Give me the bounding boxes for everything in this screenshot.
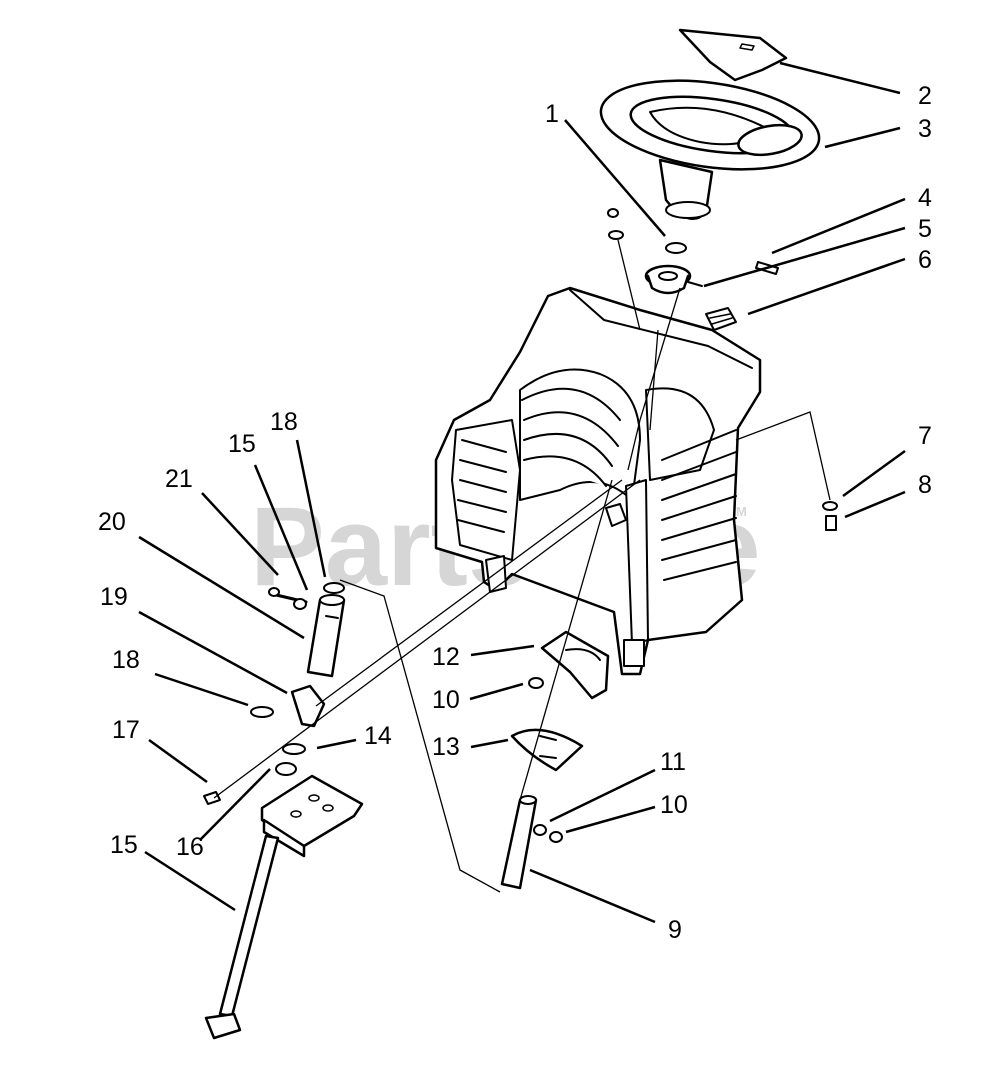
nut-upper	[528, 677, 544, 689]
callout-20: 20	[98, 508, 126, 536]
washer-15	[293, 598, 307, 610]
column-shield	[510, 728, 584, 772]
callout-14: 14	[364, 722, 392, 750]
steering-bushing	[644, 264, 703, 295]
callout-labels: 2 3 1 4 5 6 7 8 18 15 21 20 19 18 17 14 …	[98, 82, 932, 944]
callout-16: 16	[176, 833, 204, 861]
bushing-18-top	[323, 582, 345, 594]
bushing-18-bottom	[250, 706, 274, 718]
callout-4: 4	[918, 184, 932, 212]
mounting-bracket	[540, 630, 610, 700]
washer-14	[282, 743, 306, 755]
callout-8: 8	[918, 471, 932, 499]
callout-10-upper: 10	[432, 686, 460, 714]
callout-9: 9	[668, 916, 682, 944]
steering-shaft-15	[204, 834, 280, 1040]
callout-15-top: 15	[228, 430, 256, 458]
callout-15-bottom: 15	[110, 831, 138, 859]
callout-12: 12	[432, 643, 460, 671]
nut-washer-lower	[533, 824, 563, 843]
callout-18-bottom: 18	[112, 646, 140, 674]
callout-17: 17	[112, 716, 140, 744]
steering-plate	[260, 774, 364, 858]
washer-and-bolt	[607, 208, 687, 254]
callout-18-top: 18	[270, 408, 298, 436]
washer-nut-right	[822, 501, 838, 531]
callout-10-lower: 10	[660, 791, 688, 819]
callout-11: 11	[660, 748, 686, 776]
callout-6: 6	[918, 246, 932, 274]
dash-clip	[705, 307, 737, 331]
bolt-17	[203, 791, 221, 805]
callout-13: 13	[432, 733, 460, 761]
assembly-lines	[213, 239, 831, 893]
steering-wheel-cap	[678, 28, 788, 82]
gear-19	[290, 684, 326, 728]
lower-column-tube	[500, 795, 538, 890]
callout-7: 7	[918, 422, 932, 450]
callout-3: 3	[918, 115, 932, 143]
steering-wheel	[599, 79, 821, 220]
bushing-16	[275, 762, 297, 776]
callout-19: 19	[100, 583, 128, 611]
column-20	[306, 594, 346, 678]
leader-lines	[138, 61, 906, 924]
callout-21: 21	[165, 465, 193, 493]
callout-1: 1	[545, 100, 559, 128]
callout-2: 2	[918, 82, 932, 110]
dash-housing	[434, 286, 762, 676]
callout-5: 5	[918, 215, 932, 243]
